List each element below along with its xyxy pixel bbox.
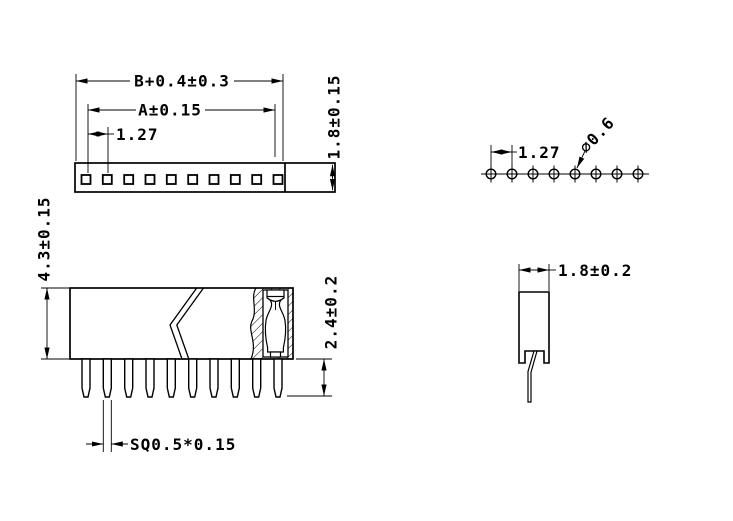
dim-label-body-thickness: 1.8±0.15 [325, 74, 344, 159]
section-detail [250, 287, 293, 360]
break-line [169, 287, 198, 360]
hole-pattern-dimensions [490, 145, 586, 169]
pin-outline [252, 358, 262, 398]
pin-outline [124, 358, 134, 398]
pin-hole-square [80, 174, 92, 185]
side-view [518, 264, 556, 403]
pin-hole-square [144, 174, 156, 185]
pin-hole-square [229, 174, 241, 185]
hole-pattern [481, 145, 649, 183]
pin-hole-square [165, 174, 177, 185]
pin-outline [81, 358, 91, 398]
side-view-body [518, 291, 550, 364]
top-view-body [74, 162, 336, 193]
pin-outline [230, 358, 240, 398]
dim-label-pin-length: 2.4±0.2 [322, 275, 341, 349]
dim-label-body-height: 4.3±0.15 [35, 196, 54, 281]
pin-hole-square [187, 174, 199, 185]
spring-contact [264, 296, 287, 353]
dim-label-pin-span: A±0.15 [138, 101, 202, 120]
top-view [74, 162, 336, 193]
break-line [176, 287, 205, 360]
pin-outline [145, 358, 155, 398]
contact-entry-window [266, 289, 285, 298]
pin-outline [166, 358, 176, 398]
pin-outline [188, 358, 198, 398]
dim-label-pin-square: SQ0.5*0.15 [130, 435, 236, 454]
section-hatch [250, 288, 293, 359]
dim-label-side-width: 1.8±0.2 [558, 261, 632, 280]
pin-hole-square [208, 174, 220, 185]
top-view-dimensions [75, 74, 336, 191]
contact-base [269, 351, 282, 358]
pin-hole-square [123, 174, 135, 185]
pin-outline [102, 358, 112, 398]
dim-label-hole-pitch: 1.27 [518, 143, 561, 162]
side-view-pin [527, 350, 538, 403]
dim-label-total-length: B+0.4±0.3 [134, 72, 230, 91]
front-view-dimensions [41, 287, 332, 452]
pin-hole-square [251, 174, 263, 185]
leader-line-hole-diameter [576, 150, 586, 169]
top-view-pin-holes [80, 174, 284, 185]
pin-outline [209, 358, 219, 398]
side-view-dimensions [518, 264, 556, 291]
pin-outline [273, 358, 283, 398]
front-view-pins [81, 358, 283, 398]
dim-label-hole-diameter: ∅0.6 [576, 113, 619, 157]
section-break-line [250, 287, 257, 360]
pin-hole-square [101, 174, 113, 185]
pin-hole-square [272, 174, 284, 185]
dim-label-pitch-top: 1.27 [116, 125, 159, 144]
hole-crosshairs [490, 165, 639, 183]
front-view [69, 287, 294, 398]
